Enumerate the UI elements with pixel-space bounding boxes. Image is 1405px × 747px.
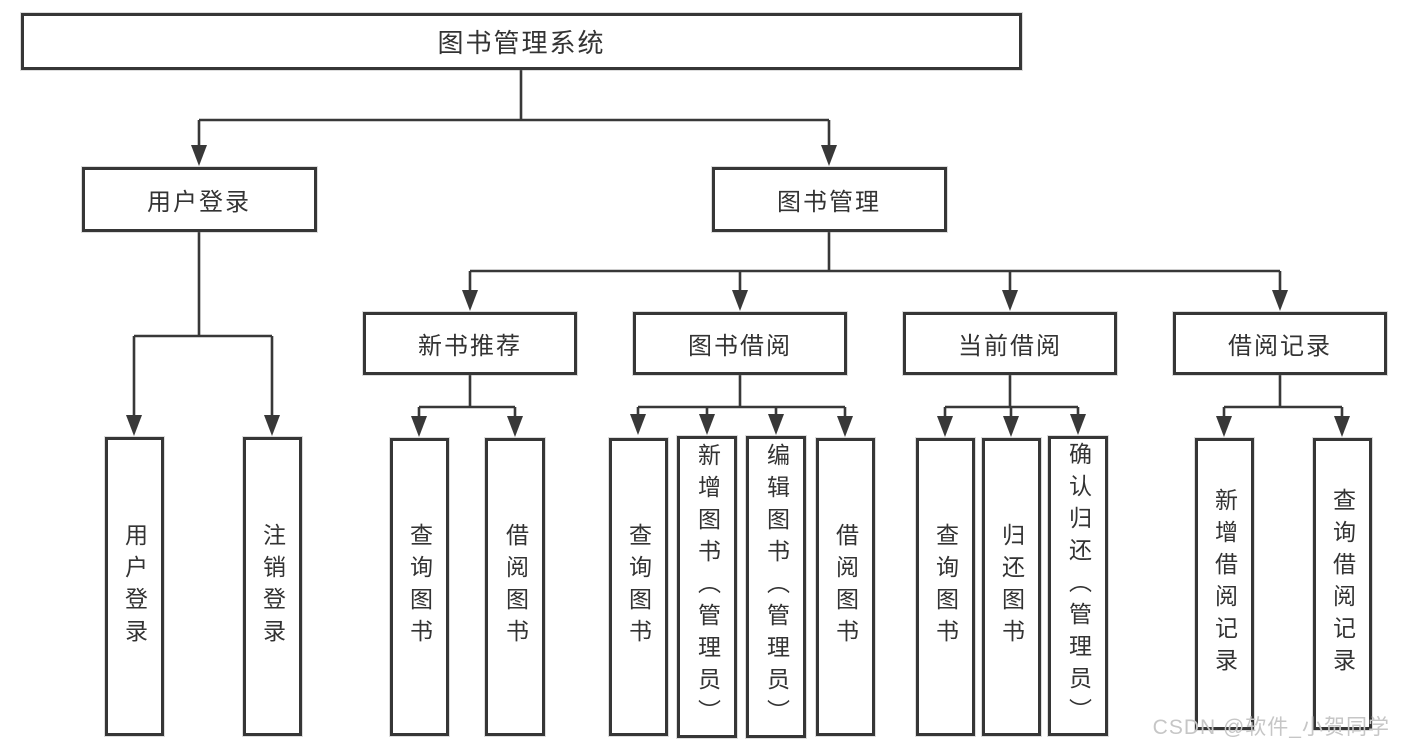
- leaf-confirm-return-admin: 确认归还（管理员）: [1048, 436, 1108, 736]
- leaf-query-books-1: 查询图书: [389, 438, 449, 736]
- connector-path: [132, 232, 274, 419]
- connector-path: [636, 375, 847, 420]
- arrow-down-icon: [462, 290, 478, 311]
- arrow-down-icon: [507, 416, 523, 437]
- arrow-down-icon: [768, 414, 784, 435]
- leaf-user-login: 用户登录: [104, 437, 164, 736]
- arrow-down-icon: [1216, 416, 1232, 437]
- arrow-down-icon: [264, 415, 280, 436]
- leaf-query-books-3: 查询图书: [915, 438, 975, 736]
- arrow-down-icon: [1070, 414, 1086, 435]
- arrow-down-icon: [630, 414, 646, 435]
- connector-path: [417, 375, 517, 420]
- arrow-down-icon: [1272, 290, 1288, 311]
- watermark: CSDN @软件_小贺同学: [1152, 716, 1390, 739]
- arrow-down-icon: [191, 145, 207, 166]
- connector-path: [468, 232, 1282, 294]
- arrow-down-icon: [411, 416, 427, 437]
- arrow-down-icon: [699, 414, 715, 435]
- leaf-borrow-books-1: 借阅图书: [485, 438, 545, 736]
- node-book-borrowing: 图书借阅: [633, 312, 847, 375]
- arrow-down-icon: [1334, 416, 1350, 437]
- connector-path: [197, 70, 831, 149]
- leaf-borrow-books-2: 借阅图书: [815, 438, 875, 736]
- leaf-return-book: 归还图书: [981, 438, 1041, 736]
- leaf-query-borrow-record: 查询借阅记录: [1312, 438, 1372, 730]
- leaf-query-books-2: 查询图书: [608, 438, 668, 736]
- leaf-logout: 注销登录: [242, 437, 302, 736]
- arrow-down-icon: [937, 416, 953, 437]
- arrow-down-icon: [1002, 290, 1018, 311]
- leaf-edit-book-admin: 编辑图书（管理员）: [746, 436, 806, 738]
- arrow-down-icon: [732, 290, 748, 311]
- connector-path: [1222, 375, 1344, 420]
- connector-path: [943, 375, 1080, 420]
- arrow-down-icon: [837, 416, 853, 437]
- arrow-down-icon: [1003, 416, 1019, 437]
- arrow-down-icon: [821, 145, 837, 166]
- node-borrowing-records: 借阅记录: [1173, 312, 1387, 375]
- arrow-down-icon: [126, 415, 142, 436]
- node-book-management: 图书管理: [711, 167, 947, 232]
- node-new-book-recommendation: 新书推荐: [363, 312, 577, 375]
- leaf-add-borrow-record: 新增借阅记录: [1194, 438, 1254, 730]
- node-current-borrowing: 当前借阅: [903, 312, 1117, 375]
- node-user-login: 用户登录: [81, 167, 317, 232]
- node-library-system: 图书管理系统: [21, 13, 1022, 70]
- leaf-add-book-admin: 新增图书（管理员）: [677, 436, 737, 738]
